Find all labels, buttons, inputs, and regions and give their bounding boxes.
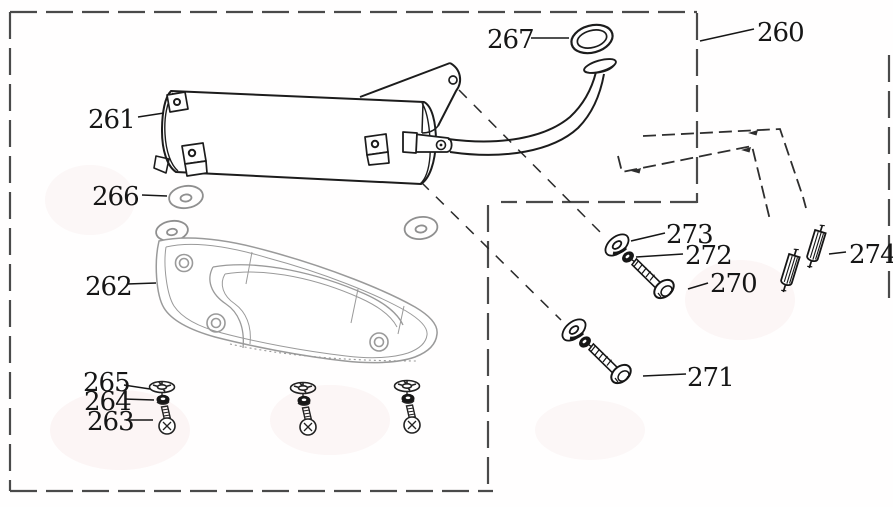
heat-shield-drawing bbox=[155, 237, 438, 364]
callout-271: 271 bbox=[687, 363, 734, 393]
leader-265 bbox=[123, 384, 151, 390]
exhaust-pipe-clamp bbox=[402, 131, 453, 154]
leader-266 bbox=[141, 194, 168, 197]
callout-261: 261 bbox=[88, 105, 135, 135]
callout-labels: 260 261 262 263 264 265 266 267 270 271 … bbox=[83, 18, 893, 437]
exhaust-header-pipe bbox=[447, 58, 617, 156]
exhaust-gasket-ring bbox=[570, 23, 614, 55]
leader-260 bbox=[699, 28, 755, 42]
leader-274 bbox=[828, 251, 847, 255]
muffler-body-drawing bbox=[153, 58, 617, 185]
callout-274: 274 bbox=[849, 240, 893, 270]
callout-260: 260 bbox=[757, 18, 804, 48]
callout-266: 266 bbox=[92, 182, 139, 212]
muffler-drain-tab bbox=[153, 155, 170, 174]
callout-265: 265 bbox=[83, 368, 130, 398]
muffler-hanger-bracket bbox=[359, 62, 462, 134]
band-direction-arrows bbox=[631, 130, 758, 174]
heat-shield-holes bbox=[174, 253, 389, 352]
callout-273: 273 bbox=[666, 220, 713, 250]
projection-dash-lines bbox=[420, 89, 605, 321]
frame-reference-dashed-band bbox=[617, 128, 807, 221]
bolt-set-271 bbox=[557, 313, 636, 389]
leader-262 bbox=[126, 282, 157, 285]
callout-263: 263 bbox=[87, 407, 134, 437]
mount-washers-266 bbox=[155, 184, 439, 243]
callout-leader-lines bbox=[123, 28, 847, 421]
leader-264 bbox=[124, 398, 155, 401]
shield-fastener-set-3 bbox=[393, 379, 421, 434]
callout-264: 264 bbox=[84, 387, 131, 417]
muffler-tab-right bbox=[364, 133, 390, 166]
leader-261 bbox=[137, 112, 165, 118]
muffler-tab-top bbox=[166, 91, 189, 113]
leader-270 bbox=[687, 282, 709, 290]
assembly-boundary-dashed-border bbox=[8, 10, 891, 493]
callout-267: 267 bbox=[487, 25, 534, 55]
muffler-tab-left bbox=[181, 142, 208, 177]
callout-272: 272 bbox=[685, 241, 732, 271]
callout-262: 262 bbox=[85, 272, 132, 302]
leader-272 bbox=[635, 253, 684, 258]
leader-271 bbox=[642, 373, 687, 377]
callout-270: 270 bbox=[710, 269, 757, 299]
leader-273 bbox=[630, 232, 666, 242]
stud-274-right bbox=[803, 222, 829, 271]
